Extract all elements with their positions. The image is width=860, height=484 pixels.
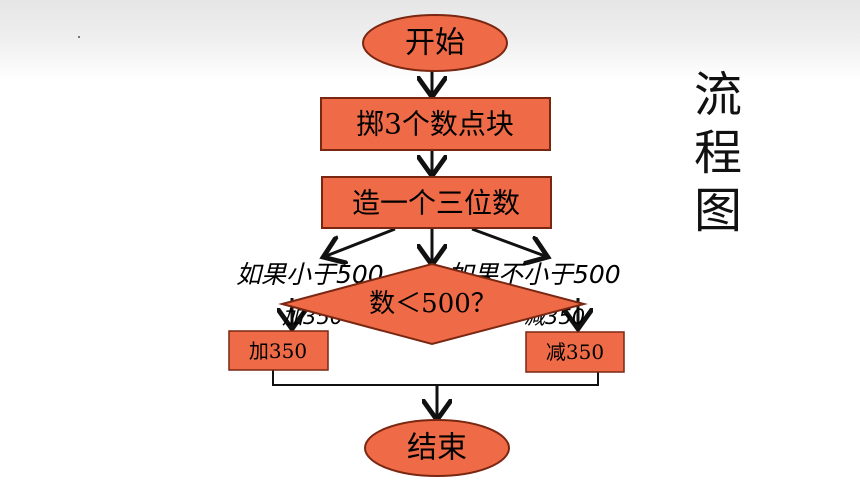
arrow-build-to-left [326,227,396,256]
roll-dice-label: 掷3个数点块 [356,108,514,141]
subtract-node: 减350 [525,331,625,373]
title-char-2: 程 [693,125,742,181]
roll-dice-node: 掷3个数点块 [320,97,551,151]
start-node: 开始 [362,14,508,72]
build-number-node: 造一个三位数 [321,176,552,229]
decorative-dot [78,36,80,38]
title-char-1: 流 [693,67,742,123]
connectors [272,69,599,417]
start-label: 开始 [405,26,465,61]
add-label: 加350 [249,339,307,363]
decision-node: 数＜500？ [278,262,588,346]
build-number-label: 造一个三位数 [352,187,520,220]
decision-label: 数＜500？ [369,289,497,319]
end-label: 结束 [407,431,467,466]
vertical-title: 流 程 图 [688,66,748,240]
end-node: 结束 [364,419,510,477]
title-char-3: 图 [693,183,742,239]
add-node: 加350 [228,330,329,371]
subtract-label: 减350 [546,340,604,364]
arrow-build-to-right [471,227,545,256]
